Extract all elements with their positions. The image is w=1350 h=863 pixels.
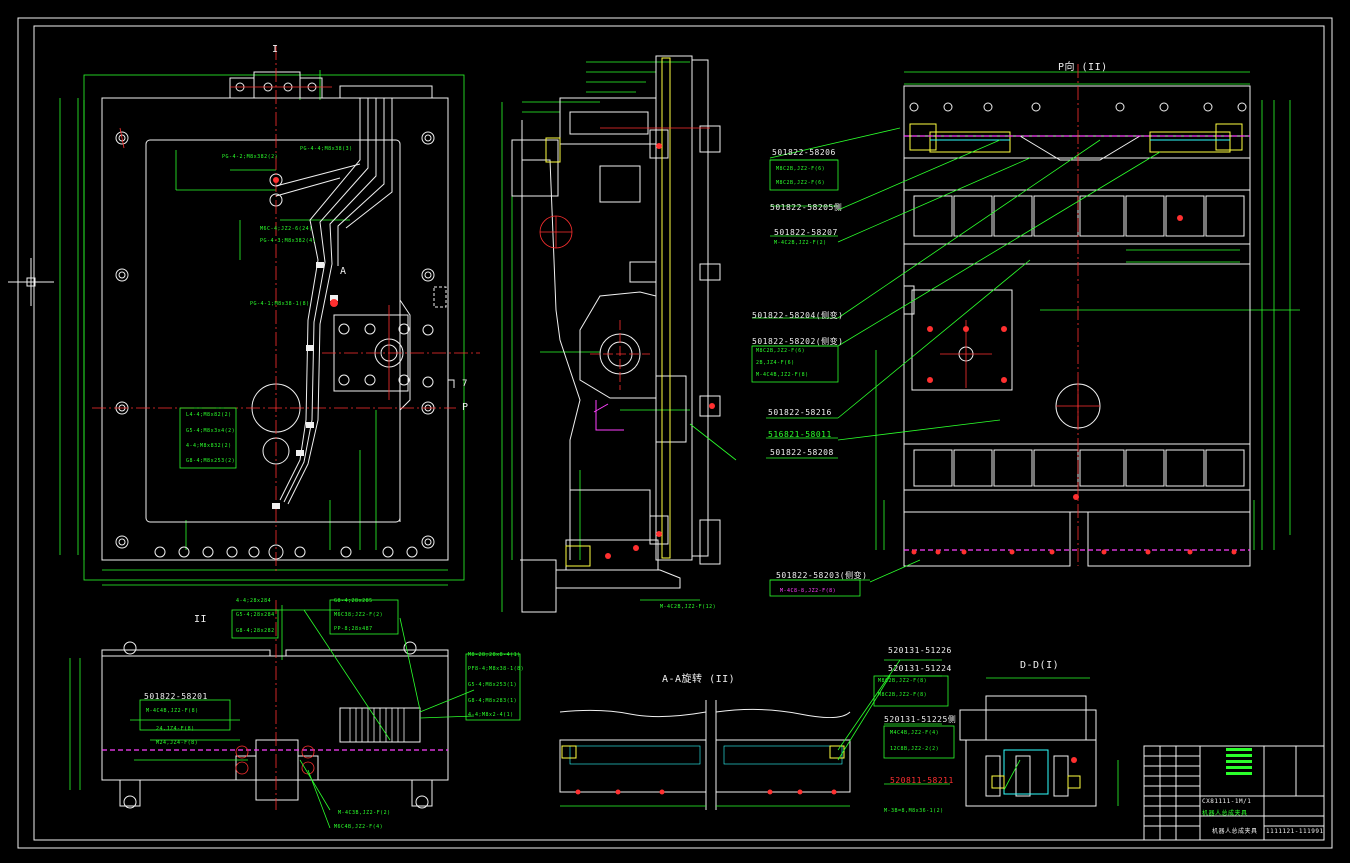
part-label: 501822-58205侧 (770, 203, 843, 212)
note-label: PP-8;28x487 (334, 626, 373, 632)
note-label: G5-4;28x284 (236, 612, 275, 618)
note-label: M6C4B,JZ2-F(4) (334, 824, 384, 830)
note-label: M-4C4B,JZ2-F(8) (756, 372, 809, 378)
title-block-doc-number: 1111121-111991 (1266, 828, 1324, 835)
note-label: PG-4-2;M8x382(2) (222, 154, 279, 160)
drawing-outer-frame (17, 17, 1333, 849)
note-label: M6C-4;JZ2-6(24) (260, 226, 313, 232)
drawing-inner-frame (33, 25, 1325, 841)
part-label: 501822-58202(侧变) (752, 337, 844, 346)
dd-section-title: D-D(I) (1020, 660, 1060, 671)
note-label: M-4C2B,JZ2-F(2) (774, 240, 827, 246)
note-label: PG-4-4;M8x38(3) (300, 146, 353, 152)
note-label: L4-4;M8x82(2) (186, 412, 232, 418)
p-view (875, 64, 1300, 567)
part-label: 501822-58203(侧变) (776, 571, 868, 580)
note-label: M8-28;28x8-4(1) (468, 652, 521, 658)
part-label: 501822-58206 (772, 148, 836, 157)
note-label: 12C8B,JZ2-2(2) (890, 746, 940, 752)
cad-cursor-icon (8, 258, 54, 306)
svg-text:7: 7 (462, 379, 467, 389)
front-view-title: I (272, 44, 279, 55)
side-view (501, 55, 721, 613)
note-label: M8C2B,JZ2-F(8) (878, 692, 928, 698)
note-label: M8C2B,JZ2-F(6) (776, 180, 826, 186)
note-label: M-4C8-8,JZ2-F(8) (780, 588, 837, 594)
part-label: 501822-58201 (144, 692, 208, 701)
bottom-view (69, 600, 449, 810)
part-label: 520811-58211 (890, 776, 954, 785)
note-label: G8-4;28x282 (236, 628, 275, 634)
front-view: 7 (59, 46, 480, 586)
aa-section-title: A-A旋转 (II) (662, 674, 736, 685)
note-label: PF8-4;M8x38-1(8) (468, 666, 525, 672)
note-label: PG-4-1;M8x38-1(8) (250, 301, 310, 307)
note-label: PG-4-3;M8x382(4) (260, 238, 317, 244)
part-label: 501822-58207 (774, 228, 838, 237)
title-block-table (1226, 748, 1252, 775)
p-view-panels (913, 195, 1245, 487)
dd-section (959, 677, 1119, 807)
part-label: 520131-51225侧 (884, 715, 957, 724)
part-label: 501822-58204(侧变) (752, 311, 844, 320)
p-view-bolt-holes (911, 215, 1237, 555)
bottom-view-title: II (194, 614, 208, 625)
note-label: G8-4;M8x283(1) (468, 698, 518, 704)
note-label: M8C2B,JZ2-F(8) (878, 678, 928, 684)
note-label: M4C4B,JZ2-F(4) (890, 730, 940, 736)
part-label: 501822-58208 (770, 448, 834, 457)
p-view-title: P向 (II) (1058, 62, 1108, 73)
title-block-code: CX81111-1M/1 (1202, 798, 1252, 805)
part-label: 520131-51224 (888, 664, 952, 673)
leader-lines (134, 127, 1161, 829)
part-label: 501822-58216 (768, 408, 832, 417)
section-p-marker: P (462, 402, 469, 413)
note-label: M6C38;JZ2-F(2) (334, 612, 384, 618)
note-label: 4-4;28x284 (236, 598, 272, 604)
note-label: 24,JZ4-F(8) (156, 726, 195, 732)
note-label: M8C2B,JZ2-F(6) (776, 166, 826, 172)
section-a-marker: A (340, 266, 347, 277)
note-label: M-4C2B,JZ2-F(12) (660, 604, 717, 610)
note-label: M24,JZ4-F(8) (156, 740, 199, 746)
note-label: M-4C4B,JZ2-F(8) (146, 708, 199, 714)
note-label: G5-4;M8x253(1) (468, 682, 518, 688)
note-label: G8-4;28x285 (334, 598, 373, 604)
title-block-frame (1143, 745, 1325, 841)
note-label: 4-4;M8x2-4(1) (468, 712, 514, 718)
part-label: 516821-58011 (768, 430, 832, 439)
harness-clips (272, 262, 338, 509)
note-label: 4-4;M8x832(2) (186, 443, 232, 449)
title-block-name: 机器人总成夹具 (1202, 810, 1248, 817)
note-label: M-4C3B,JZ2-F(2) (338, 810, 391, 816)
part-label: 520131-51226 (888, 646, 952, 655)
title-block-name-2: 机器人总成夹具 (1212, 828, 1258, 835)
note-label: 2B,JZ4-F(6) (756, 360, 795, 366)
note-label: G8-4;M8x253(2) (186, 458, 236, 464)
note-label: M-3B=8,M8x36-1(2) (884, 808, 944, 814)
note-label: G5-4;M8x3x4(2) (186, 428, 236, 434)
aa-section (559, 700, 851, 810)
note-label: M8C2B,JZ2-F(6) (756, 348, 806, 354)
